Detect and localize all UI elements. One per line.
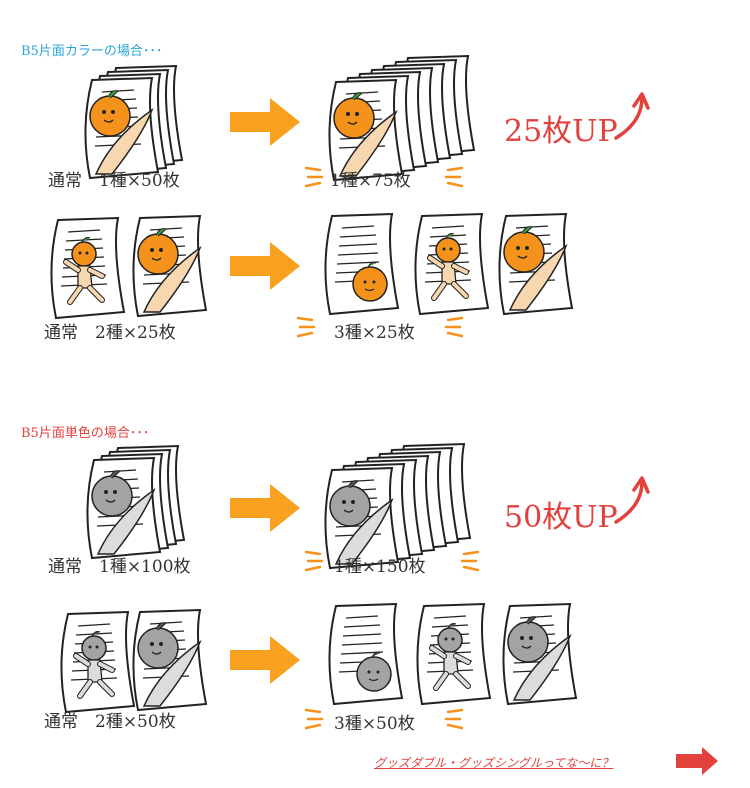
color-section-title: B5片面カラーの場合･･･ <box>21 44 163 59</box>
color-row2-left-sheets <box>51 216 206 318</box>
color-row2-left-caption: 通常 2種×25枚 <box>44 323 176 343</box>
color-row1-right-stack <box>329 56 474 180</box>
mono-row2-left-caption: 通常 2種×50枚 <box>44 712 176 732</box>
mono-row2-sparks-left <box>304 708 324 730</box>
color-row2-right-caption: 3種×25枚 <box>334 323 415 343</box>
mono-row1-right-caption: 1種×150枚 <box>334 557 426 577</box>
mono-row1-sparks-right <box>460 550 480 572</box>
mono-row2-right-caption: 3種×50枚 <box>334 714 415 734</box>
color-row2-right-sheets <box>325 214 572 314</box>
color-row1-sparks-right <box>444 166 464 188</box>
mono-row1-sparks-left <box>304 550 324 572</box>
mono-up-arrow-icon <box>614 476 650 524</box>
mono-row1-left-stack <box>87 446 184 558</box>
mono-row2-right-sheets <box>329 604 576 704</box>
mono-up-label: 50枚UP <box>504 500 618 535</box>
color-row1-left-caption: 通常 1種×50枚 <box>48 171 180 191</box>
color-row1-arrow <box>230 98 300 146</box>
mono-row1-left-caption: 通常 1種×100枚 <box>48 557 191 577</box>
color-row1-sparks-left <box>304 166 324 188</box>
footer-arrow-icon[interactable] <box>676 747 718 775</box>
color-up-label: 25枚UP <box>504 114 618 149</box>
mono-row2-arrow <box>230 636 300 684</box>
color-row1-left-stack <box>85 66 182 178</box>
mono-section-title: B5片面単色の場合･･･ <box>21 426 150 441</box>
mono-row1-arrow <box>230 484 300 532</box>
footer-link[interactable]: グッズダブル・グッズシングルってな～に？ <box>374 756 614 770</box>
color-up-arrow-icon <box>614 92 650 140</box>
color-row1-right-caption: 1種×75枚 <box>330 171 411 191</box>
mono-row2-sparks-right <box>444 708 464 730</box>
color-row2-sparks-left <box>296 316 316 338</box>
mono-row1-right-stack <box>325 444 470 568</box>
color-row2-sparks-right <box>444 316 464 338</box>
mono-row2-left-sheets <box>61 610 206 712</box>
color-row2-arrow <box>230 242 300 290</box>
